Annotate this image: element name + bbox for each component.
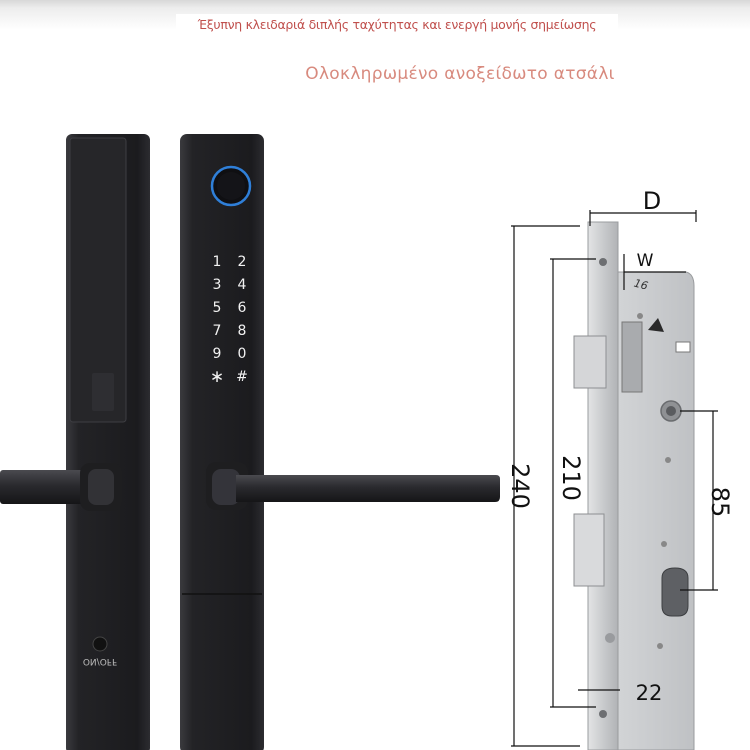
faceplate-screw-bottom: [599, 710, 607, 718]
mortise-lock-diagram: D W 16 240 210 85 22: [506, 187, 734, 750]
latch-bolt: [573, 335, 607, 389]
front-panel-body: [180, 134, 264, 750]
product-subtitle: Έξυπνη κλειδαριά διπλής ταχύτητας και εν…: [176, 14, 618, 40]
dimension-lines: [511, 210, 718, 747]
key-2[interactable]: 2: [238, 254, 247, 270]
rear-texture-grip: [92, 373, 114, 411]
rear-battery-cover: [69, 137, 127, 423]
power-switch-label: ON/OFF: [83, 656, 117, 666]
case-rivet-4: [657, 643, 663, 649]
case-rivet-3: [661, 541, 667, 547]
rear-lock-panel: ON/OFF: [0, 134, 150, 750]
rear-lever-handle[interactable]: [0, 470, 100, 504]
faceplate-screw-top: [599, 258, 607, 266]
mortise-faceplate: [587, 221, 619, 750]
depth-label: D: [643, 187, 661, 215]
case-rivet-2: [665, 457, 671, 463]
key-hash[interactable]: #: [236, 369, 248, 385]
case-rivet-5: [605, 633, 615, 643]
front-smart-lock: 1 2 3 4 5 6 7 8 9 0 ∗ #: [180, 134, 500, 750]
key-5[interactable]: 5: [213, 300, 222, 316]
key-8[interactable]: 8: [238, 323, 247, 339]
power-switch-button[interactable]: [92, 636, 108, 652]
product-photo: ON/OFF 1 2 3 4 5 6 7 8 9 0 ∗ #: [0, 134, 734, 750]
rear-lever-hub: [88, 469, 114, 505]
reversible-latch-slot: [675, 341, 691, 353]
key-4[interactable]: 4: [238, 277, 247, 293]
width-label: W: [637, 251, 654, 271]
fingerprint-icon: [217, 172, 245, 200]
key-1[interactable]: 1: [213, 254, 222, 270]
key-star[interactable]: ∗: [210, 367, 224, 387]
key-3[interactable]: 3: [213, 277, 222, 293]
case-rivet-1: [637, 313, 643, 319]
spindle-square: [666, 406, 676, 416]
keypad: 1 2 3 4 5 6 7 8 9 0 ∗ #: [210, 254, 248, 387]
overall-height-label: 240: [506, 463, 534, 509]
key-6[interactable]: 6: [238, 300, 247, 316]
front-lever-hub: [212, 469, 240, 505]
latch-mechanism: [621, 321, 643, 393]
key-0[interactable]: 0: [238, 346, 247, 362]
faceplate-height-label: 210: [557, 455, 585, 501]
dead-bolt: [573, 513, 605, 587]
width-value: 16: [632, 277, 649, 293]
backset-label: 22: [636, 681, 663, 705]
front-lever-handle[interactable]: [236, 475, 500, 502]
center-distance-label: 85: [706, 487, 734, 518]
key-7[interactable]: 7: [213, 323, 222, 339]
key-9[interactable]: 9: [213, 346, 222, 362]
product-headline: Ολοκληρωμένο ανοξείδωτο ατσάλι: [305, 64, 615, 84]
cylinder-hole: [661, 567, 689, 617]
latch-window: [648, 318, 664, 332]
